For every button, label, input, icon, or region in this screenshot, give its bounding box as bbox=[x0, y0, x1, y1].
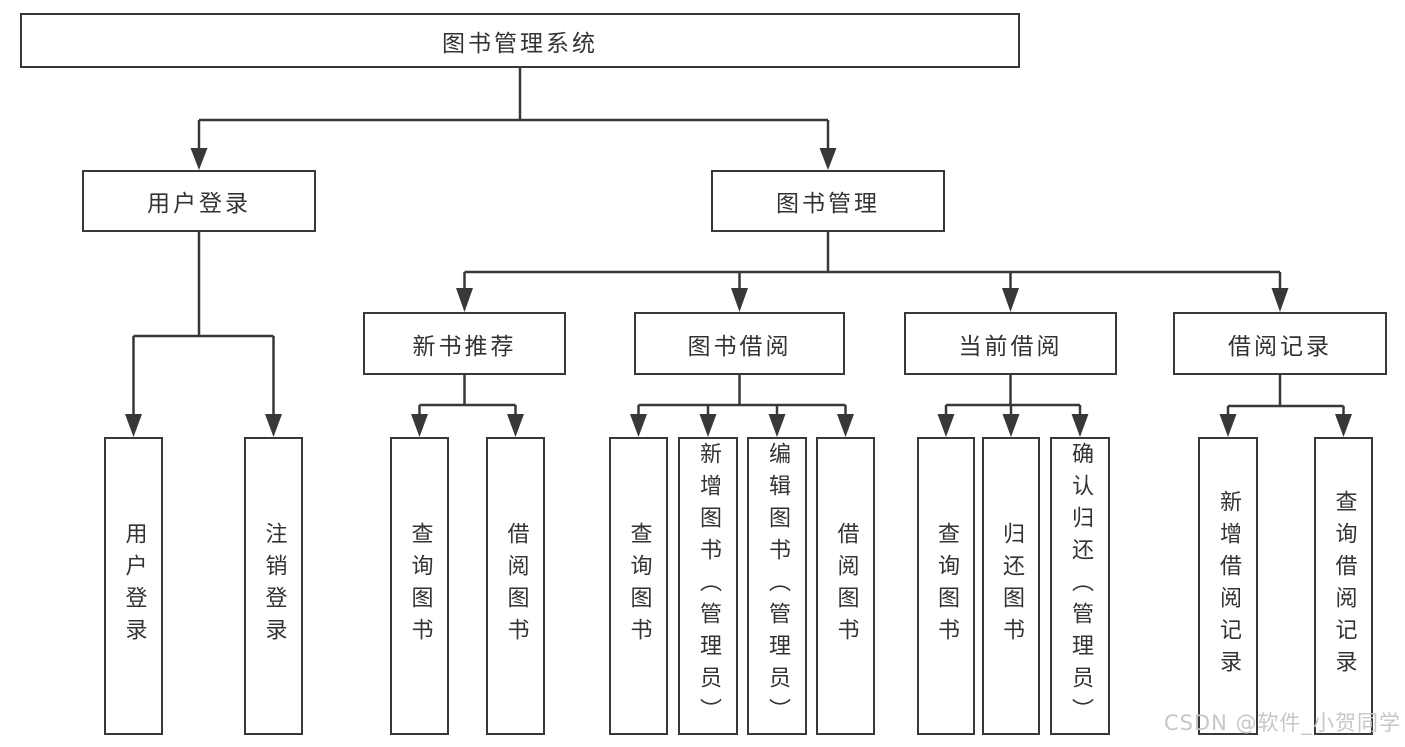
leaf-add-books-admin: 新增图书（管理员） bbox=[678, 437, 738, 735]
leaf-user-login-label: 用户登录 bbox=[121, 522, 147, 650]
leaf-query-borrow-record: 查询借阅记录 bbox=[1314, 437, 1373, 735]
leaf-query-books-borrowing: 查询图书 bbox=[609, 437, 668, 735]
leaf-logout-label: 注销登录 bbox=[261, 522, 287, 650]
leaf-add-books-admin-label: 新增图书（管理员） bbox=[696, 442, 721, 730]
node-book-borrowing: 图书借阅 bbox=[634, 312, 845, 375]
connector-new-book-recommendation-children bbox=[411, 375, 524, 437]
leaf-confirm-return-admin: 确认归还（管理员） bbox=[1050, 437, 1110, 735]
leaf-user-login: 用户登录 bbox=[104, 437, 163, 735]
connector-root-to-level2 bbox=[190, 68, 837, 170]
leaf-add-borrow-record: 新增借阅记录 bbox=[1198, 437, 1258, 735]
connector-book-management-children bbox=[456, 232, 1289, 312]
connector-borrowing-records-children bbox=[1219, 375, 1352, 437]
connector-user-login-children bbox=[125, 232, 282, 437]
connector-book-borrowing-children bbox=[630, 375, 854, 437]
leaf-confirm-return-admin-label: 确认归还（管理员） bbox=[1068, 442, 1093, 730]
node-book-management: 图书管理 bbox=[711, 170, 945, 232]
node-current-borrowing: 当前借阅 bbox=[904, 312, 1117, 375]
leaf-borrow-books-borrowing-label: 借阅图书 bbox=[833, 522, 859, 650]
node-new-book-recommendation: 新书推荐 bbox=[363, 312, 566, 375]
leaf-edit-books-admin: 编辑图书（管理员） bbox=[747, 437, 807, 735]
leaf-return-books: 归还图书 bbox=[982, 437, 1040, 735]
leaf-edit-books-admin-label: 编辑图书（管理员） bbox=[765, 442, 790, 730]
node-library-management-system: 图书管理系统 bbox=[20, 13, 1020, 68]
leaf-query-books-current: 查询图书 bbox=[917, 437, 975, 735]
leaf-add-borrow-record-label: 新增借阅记录 bbox=[1216, 490, 1241, 682]
leaf-borrow-books-recommend: 借阅图书 bbox=[486, 437, 545, 735]
leaf-query-books-recommend: 查询图书 bbox=[390, 437, 449, 735]
node-borrowing-records: 借阅记录 bbox=[1173, 312, 1387, 375]
leaf-query-books-current-label: 查询图书 bbox=[934, 522, 959, 650]
node-user-login: 用户登录 bbox=[82, 170, 316, 232]
leaf-query-books-borrowing-label: 查询图书 bbox=[626, 522, 652, 650]
leaf-query-borrow-record-label: 查询借阅记录 bbox=[1331, 490, 1357, 682]
connector-current-borrowing-children bbox=[937, 375, 1089, 437]
leaf-query-books-recommend-label: 查询图书 bbox=[407, 522, 433, 650]
watermark-text: CSDN @软件_小贺同学 bbox=[1163, 711, 1401, 735]
leaf-borrow-books-borrowing: 借阅图书 bbox=[816, 437, 875, 735]
leaf-logout: 注销登录 bbox=[244, 437, 303, 735]
leaf-borrow-books-recommend-label: 借阅图书 bbox=[503, 522, 529, 650]
leaf-return-books-label: 归还图书 bbox=[999, 522, 1024, 650]
